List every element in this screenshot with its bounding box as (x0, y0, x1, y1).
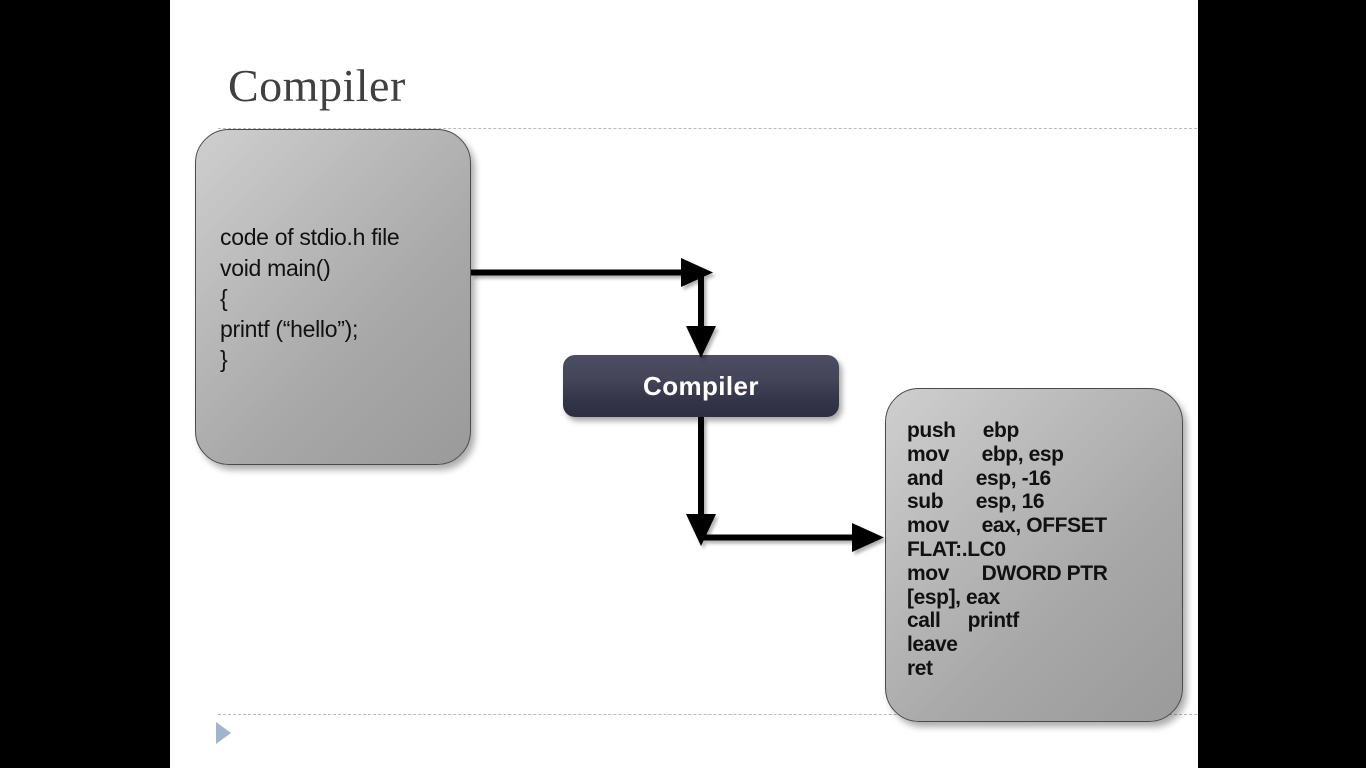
assembly-code-line: leave (907, 633, 958, 657)
source-code-line: { (220, 285, 228, 311)
assembly-code-line: push ebp (907, 419, 1019, 442)
page-title: Compiler (228, 60, 406, 111)
assembly-code-line: FLAT:.LC0 (907, 537, 1006, 561)
letterbox-bar-right (1198, 0, 1366, 768)
footer-divider-rule (218, 714, 1198, 715)
assembly-code-line: mov DWORD PTR (907, 561, 1108, 585)
source-to-compiler-arrow (471, 258, 716, 358)
source-code-box: code of stdio.h file void main() { print… (195, 129, 471, 465)
assembly-code-line: mov eax, OFFSET (907, 514, 1107, 538)
compiler-to-assembly-arrow (686, 417, 884, 552)
play-triangle-icon[interactable] (216, 722, 231, 744)
source-code-line: code of stdio.h file (220, 224, 400, 250)
source-code-line: } (220, 346, 228, 372)
assembly-code-line: [esp], eax (907, 585, 1000, 609)
source-code-lines: code of stdio.h file void main() { print… (220, 222, 460, 375)
slide-canvas: Compiler code of stdio.h file void main(… (170, 0, 1198, 768)
assembly-code-line: and esp, -16 (907, 466, 1051, 490)
source-code-line: void main() (220, 254, 331, 281)
assembly-code-line: sub esp, 16 (907, 490, 1045, 514)
letterbox-bar-left (0, 0, 170, 768)
title-divider-rule (218, 128, 1198, 129)
compiler-node-label: Compiler (643, 370, 759, 401)
assembly-code-box: push ebp mov ebp, esp and esp, -16 sub e… (885, 388, 1183, 722)
assembly-code-line: call printf (907, 609, 1019, 633)
assembly-code-lines: push ebp mov ebp, esp and esp, -16 sub e… (907, 419, 1174, 681)
assembly-code-line: ret (907, 656, 933, 680)
assembly-code-line: mov ebp, esp (907, 442, 1064, 466)
compiler-node: Compiler (563, 355, 839, 417)
source-code-line: printf (“hello”); (220, 315, 359, 342)
